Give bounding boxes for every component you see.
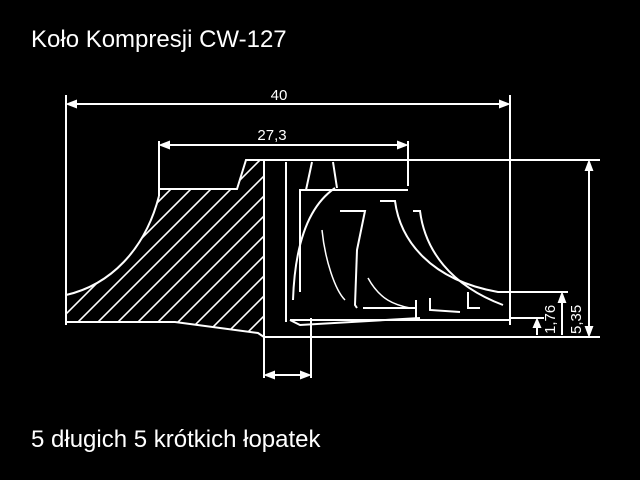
dimension-40 (65, 95, 511, 325)
dimension-5-35 (510, 159, 600, 338)
blade-count-caption: 5 długich 5 krótkich łopatek (31, 426, 321, 453)
drawing-title: Koło Kompresji CW-127 (31, 26, 287, 53)
dim-label-27-3: 27,3 (257, 127, 286, 144)
dimension-27-3 (158, 140, 409, 196)
dim-label-40: 40 (271, 87, 288, 104)
dimension-1-76 (510, 317, 544, 335)
dim-label-5-35: 5,35 (568, 305, 585, 334)
dimension-bore (263, 318, 312, 380)
dim-label-1-76: 1,76 (542, 305, 559, 334)
